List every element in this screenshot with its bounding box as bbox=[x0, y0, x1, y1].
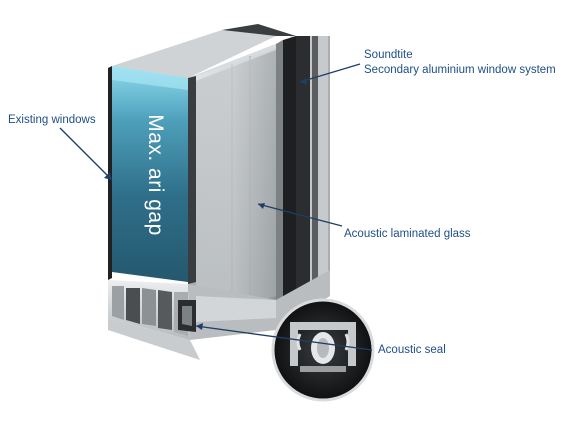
secondary-system-label: Secondary aluminium window system bbox=[364, 64, 556, 76]
leader-existing-windows bbox=[59, 127, 113, 181]
existing-windows-label: Existing windows bbox=[8, 114, 96, 126]
air-gap-volume bbox=[112, 66, 188, 282]
leader-acoustic-glass bbox=[257, 203, 343, 227]
air-gap-top-face bbox=[112, 30, 276, 78]
max-air-gap-label: Max. ari gap bbox=[144, 114, 167, 236]
acoustic-seal-label: Acoustic seal bbox=[378, 344, 446, 356]
frame-top-edge bbox=[222, 24, 296, 36]
soundtite-label: Soundtite bbox=[364, 49, 413, 61]
acoustic-glass-label: Acoustic laminated glass bbox=[344, 228, 471, 240]
front-glass-pane bbox=[188, 48, 276, 322]
secondary-window-frame bbox=[276, 36, 330, 304]
bottom-track bbox=[108, 270, 330, 360]
leader-lines bbox=[59, 63, 373, 351]
acoustic-seal-detail bbox=[271, 298, 375, 402]
leader-acoustic-seal bbox=[195, 325, 373, 351]
leader-soundtite bbox=[299, 63, 361, 83]
